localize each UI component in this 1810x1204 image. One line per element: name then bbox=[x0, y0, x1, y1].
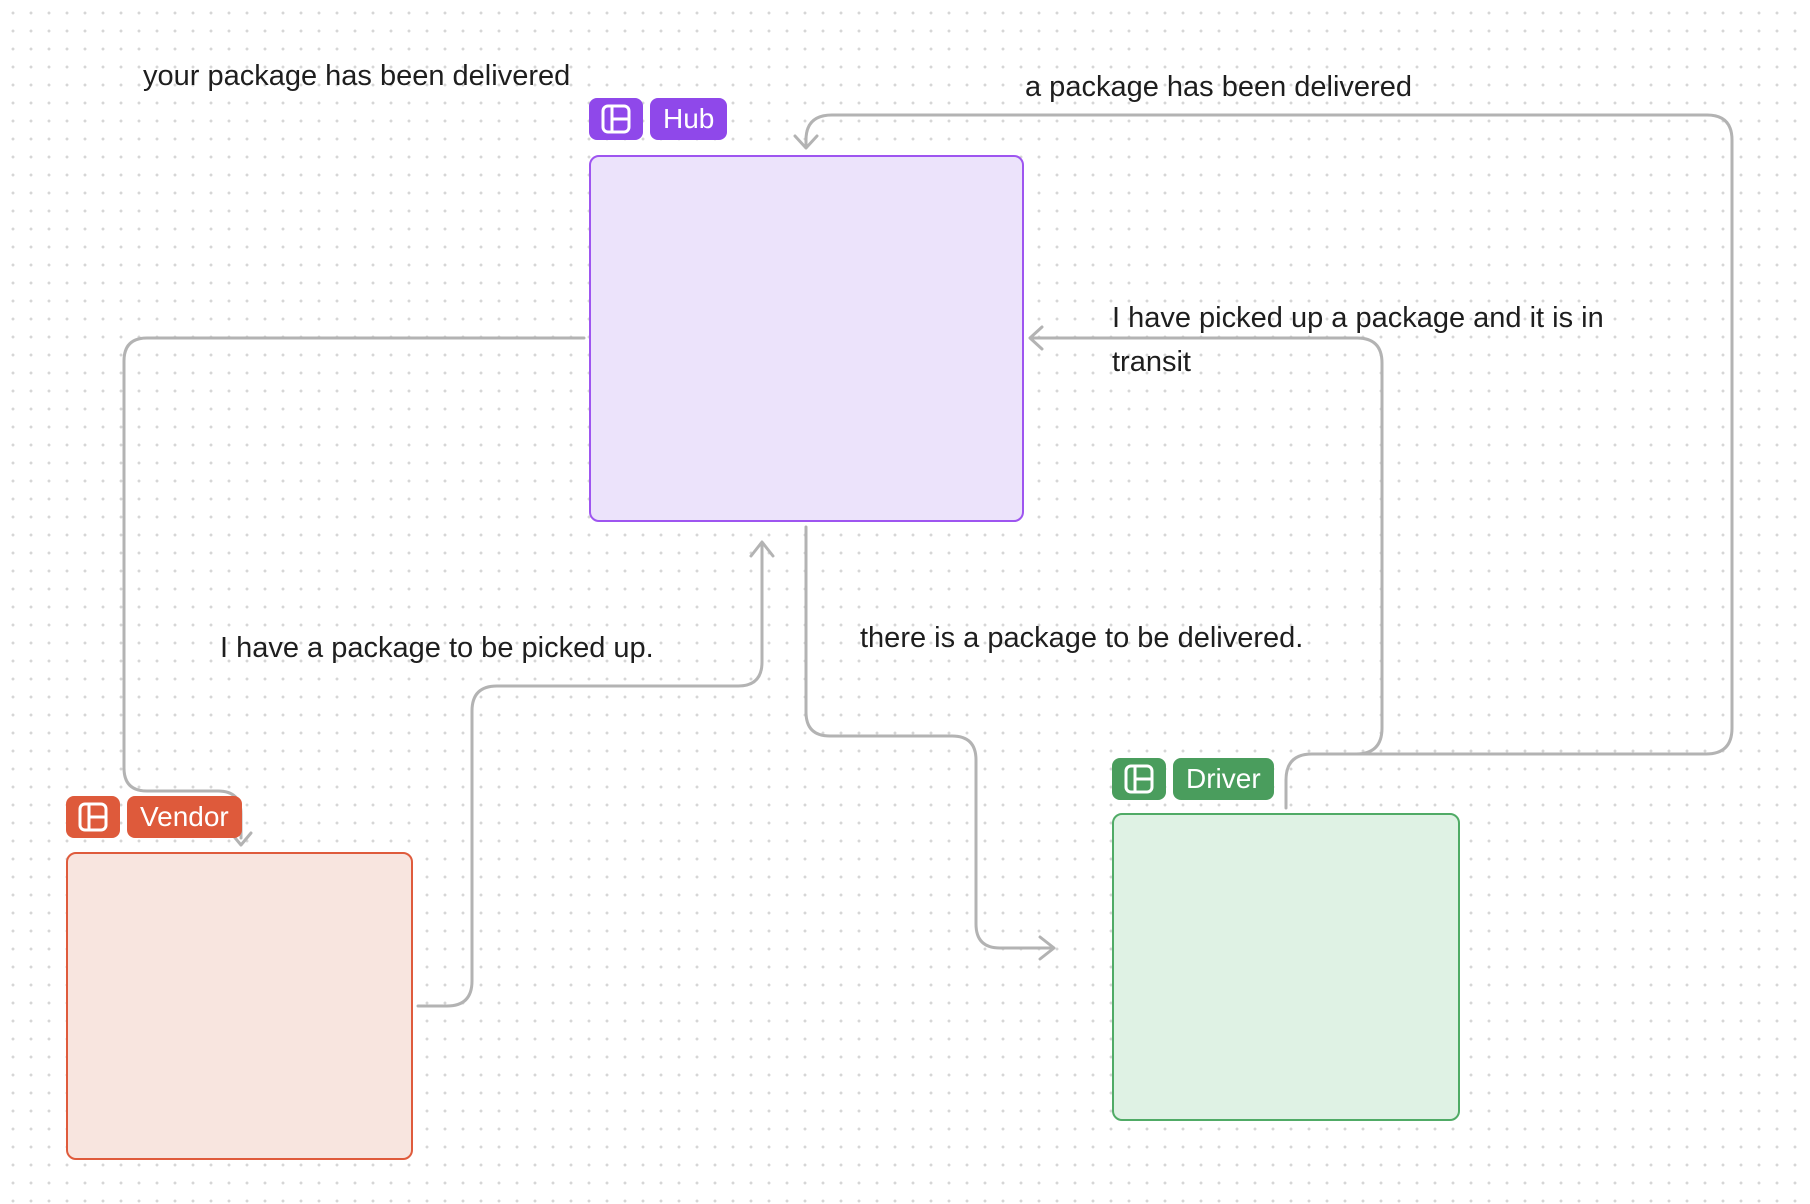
arrowhead-vendor-to-hub bbox=[749, 540, 775, 558]
arrowhead-driver-to-hub-delivered bbox=[793, 134, 819, 150]
vendor-node[interactable] bbox=[66, 852, 413, 1160]
connector-driver-to-hub-transit[interactable] bbox=[1030, 336, 1384, 810]
edge-label-vendor-to-hub: I have a package to be picked up. bbox=[220, 632, 654, 664]
edge-label-driver-to-hub-delivered: a package has been delivered bbox=[1025, 71, 1412, 103]
frame-layout-icon bbox=[77, 801, 109, 833]
arrowhead-hub-to-driver bbox=[1038, 935, 1056, 961]
frame-layout-icon bbox=[600, 103, 632, 135]
connector-hub-to-vendor[interactable] bbox=[122, 336, 586, 840]
edge-label-driver-to-hub-transit: I have picked up a package and it is in … bbox=[1112, 302, 1604, 378]
driver-node[interactable] bbox=[1112, 813, 1460, 1121]
edge-label-hub-to-vendor: your package has been delivered bbox=[143, 60, 571, 92]
vendor-frame-icon-badge[interactable] bbox=[66, 796, 120, 838]
connector-driver-to-hub-delivered[interactable] bbox=[804, 113, 1734, 756]
arrowhead-driver-to-hub-transit bbox=[1028, 325, 1044, 351]
driver-frame-icon-badge[interactable] bbox=[1112, 758, 1166, 800]
hub-name-tag[interactable]: Hub bbox=[650, 98, 728, 140]
hub-frame-icon-badge[interactable] bbox=[589, 98, 643, 140]
vendor-name-tag[interactable]: Vendor bbox=[127, 796, 242, 838]
connector-vendor-to-hub[interactable] bbox=[416, 543, 764, 1008]
connector-hub-to-driver[interactable] bbox=[804, 525, 1054, 950]
hub-node[interactable] bbox=[589, 155, 1024, 522]
frame-layout-icon bbox=[1123, 763, 1155, 795]
edge-label-hub-to-driver: there is a package to be delivered. bbox=[860, 622, 1304, 654]
driver-name-tag[interactable]: Driver bbox=[1173, 758, 1274, 800]
